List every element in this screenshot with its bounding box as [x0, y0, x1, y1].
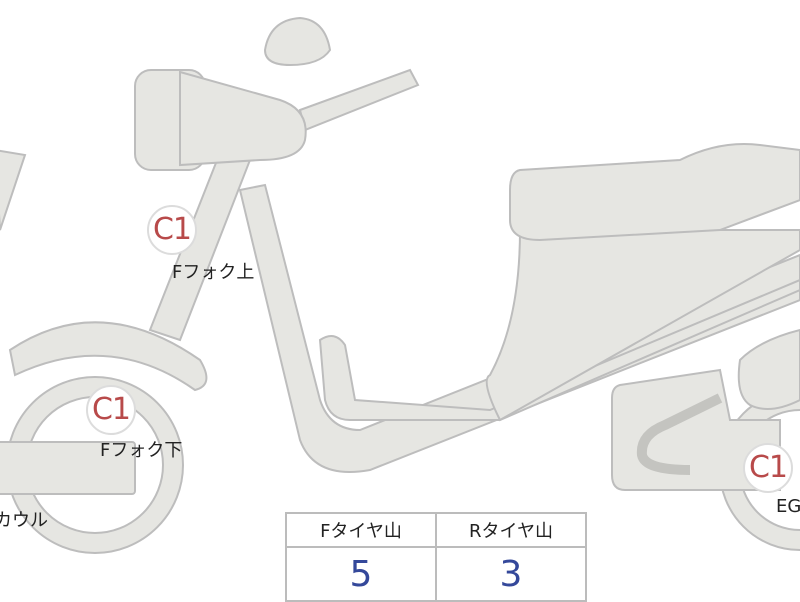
- front-tire-header: Fタイヤ山: [285, 512, 437, 548]
- marker-label-engine: EG: [776, 496, 800, 517]
- rear-tire-value: 3: [435, 546, 587, 602]
- marker-label-fork-lower: Fフォク下: [100, 440, 183, 461]
- seat: [509, 143, 800, 242]
- front-fender: [8, 321, 208, 392]
- mirror: [263, 16, 332, 67]
- rear-tire-header: Rタイヤ山: [435, 512, 587, 548]
- marker-label-fork-upper: Fフォク上: [172, 262, 255, 283]
- front-tire-value: 5: [285, 546, 437, 602]
- marker-badge-fork-upper[interactable]: C1: [147, 205, 197, 255]
- engine: [611, 368, 781, 491]
- handlebar: [298, 68, 420, 132]
- body-cover: [485, 229, 800, 422]
- cowl-label: カウル: [0, 510, 48, 531]
- front-cowl: [0, 441, 136, 495]
- tire-tread-table: Fタイヤ山 Rタイヤ山 5 3: [285, 512, 587, 602]
- marker-badge-fork-lower[interactable]: C1: [86, 385, 136, 435]
- marker-badge-engine[interactable]: C1: [743, 443, 793, 493]
